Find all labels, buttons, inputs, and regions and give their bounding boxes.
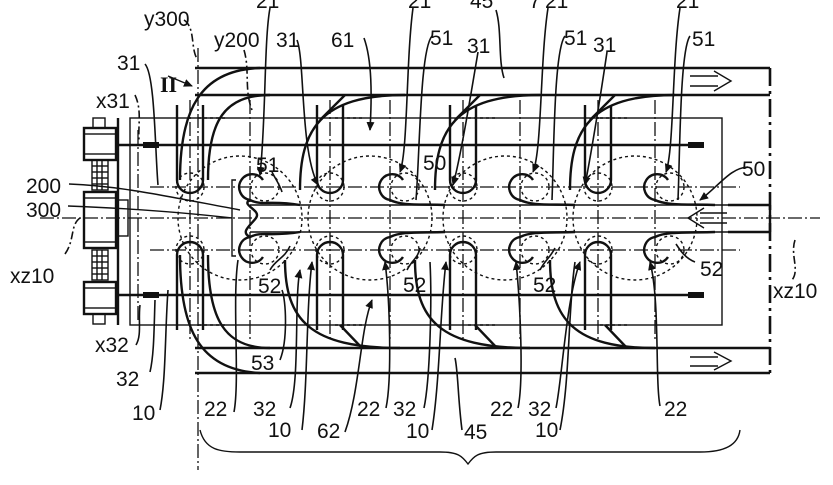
label-22: 22	[664, 398, 687, 421]
label-62: 62	[317, 420, 340, 443]
upper-coil	[91, 159, 109, 191]
label-45: 45	[464, 421, 487, 444]
label-22: 22	[357, 398, 380, 421]
lower-coil	[91, 249, 109, 281]
label-53: 53	[251, 352, 274, 375]
label-x31: x31	[96, 90, 130, 113]
label-32: 32	[393, 398, 416, 421]
label-51: 51	[564, 27, 587, 50]
label-21: 21	[256, 0, 279, 13]
outlet-arrow-top-icon	[690, 70, 733, 92]
label-31: 31	[117, 52, 140, 75]
label-21: 21	[408, 0, 431, 13]
label-21: 21	[545, 0, 568, 13]
outlet-arrow-bottom-icon	[690, 351, 733, 371]
label-xz10-left: xz10	[10, 265, 54, 288]
flow-arrows	[686, 70, 733, 371]
inlet-arrow-icon	[686, 207, 727, 229]
label-52: 52	[533, 274, 556, 297]
label-7: 7	[529, 0, 541, 13]
label-51: 51	[430, 27, 453, 50]
label-51: 51	[692, 28, 715, 51]
label-10: 10	[535, 419, 558, 442]
section-marker-ii: II	[160, 72, 177, 97]
drive-assembly	[82, 117, 129, 325]
label-x32: x32	[95, 334, 129, 357]
label-10: 10	[406, 420, 429, 443]
label-21: 21	[676, 0, 699, 13]
label-32: 32	[528, 398, 551, 421]
label-52: 52	[258, 275, 281, 298]
label-10: 10	[268, 419, 291, 442]
label-52: 52	[403, 274, 426, 297]
label-y300: y300	[144, 8, 190, 31]
label-xz10-right: xz10	[773, 280, 817, 303]
label-31: 31	[467, 35, 490, 58]
label-61: 61	[331, 29, 354, 52]
label-300: 300	[26, 199, 61, 222]
label-10: 10	[132, 402, 155, 425]
label-31: 31	[276, 29, 299, 52]
flow-channels	[178, 66, 676, 375]
label-50: 50	[742, 158, 765, 181]
label-22: 22	[204, 398, 227, 421]
label-50: 50	[423, 152, 446, 175]
label-y200: y200	[214, 29, 260, 52]
reference-labels: y300 y200 31 II x31 200 300 xz10 x32 32 …	[10, 0, 817, 444]
label-32: 32	[253, 398, 276, 421]
bottom-brace	[199, 429, 741, 466]
label-32: 32	[116, 368, 139, 391]
label-52: 52	[700, 258, 723, 281]
leader-lines	[64, 7, 796, 433]
label-200: 200	[26, 175, 61, 198]
label-31: 31	[593, 34, 616, 57]
label-45: 45	[470, 0, 493, 13]
label-51: 51	[256, 154, 279, 177]
rotor-lobes	[175, 105, 716, 330]
label-22: 22	[490, 398, 513, 421]
rotor-envelopes	[177, 155, 698, 281]
